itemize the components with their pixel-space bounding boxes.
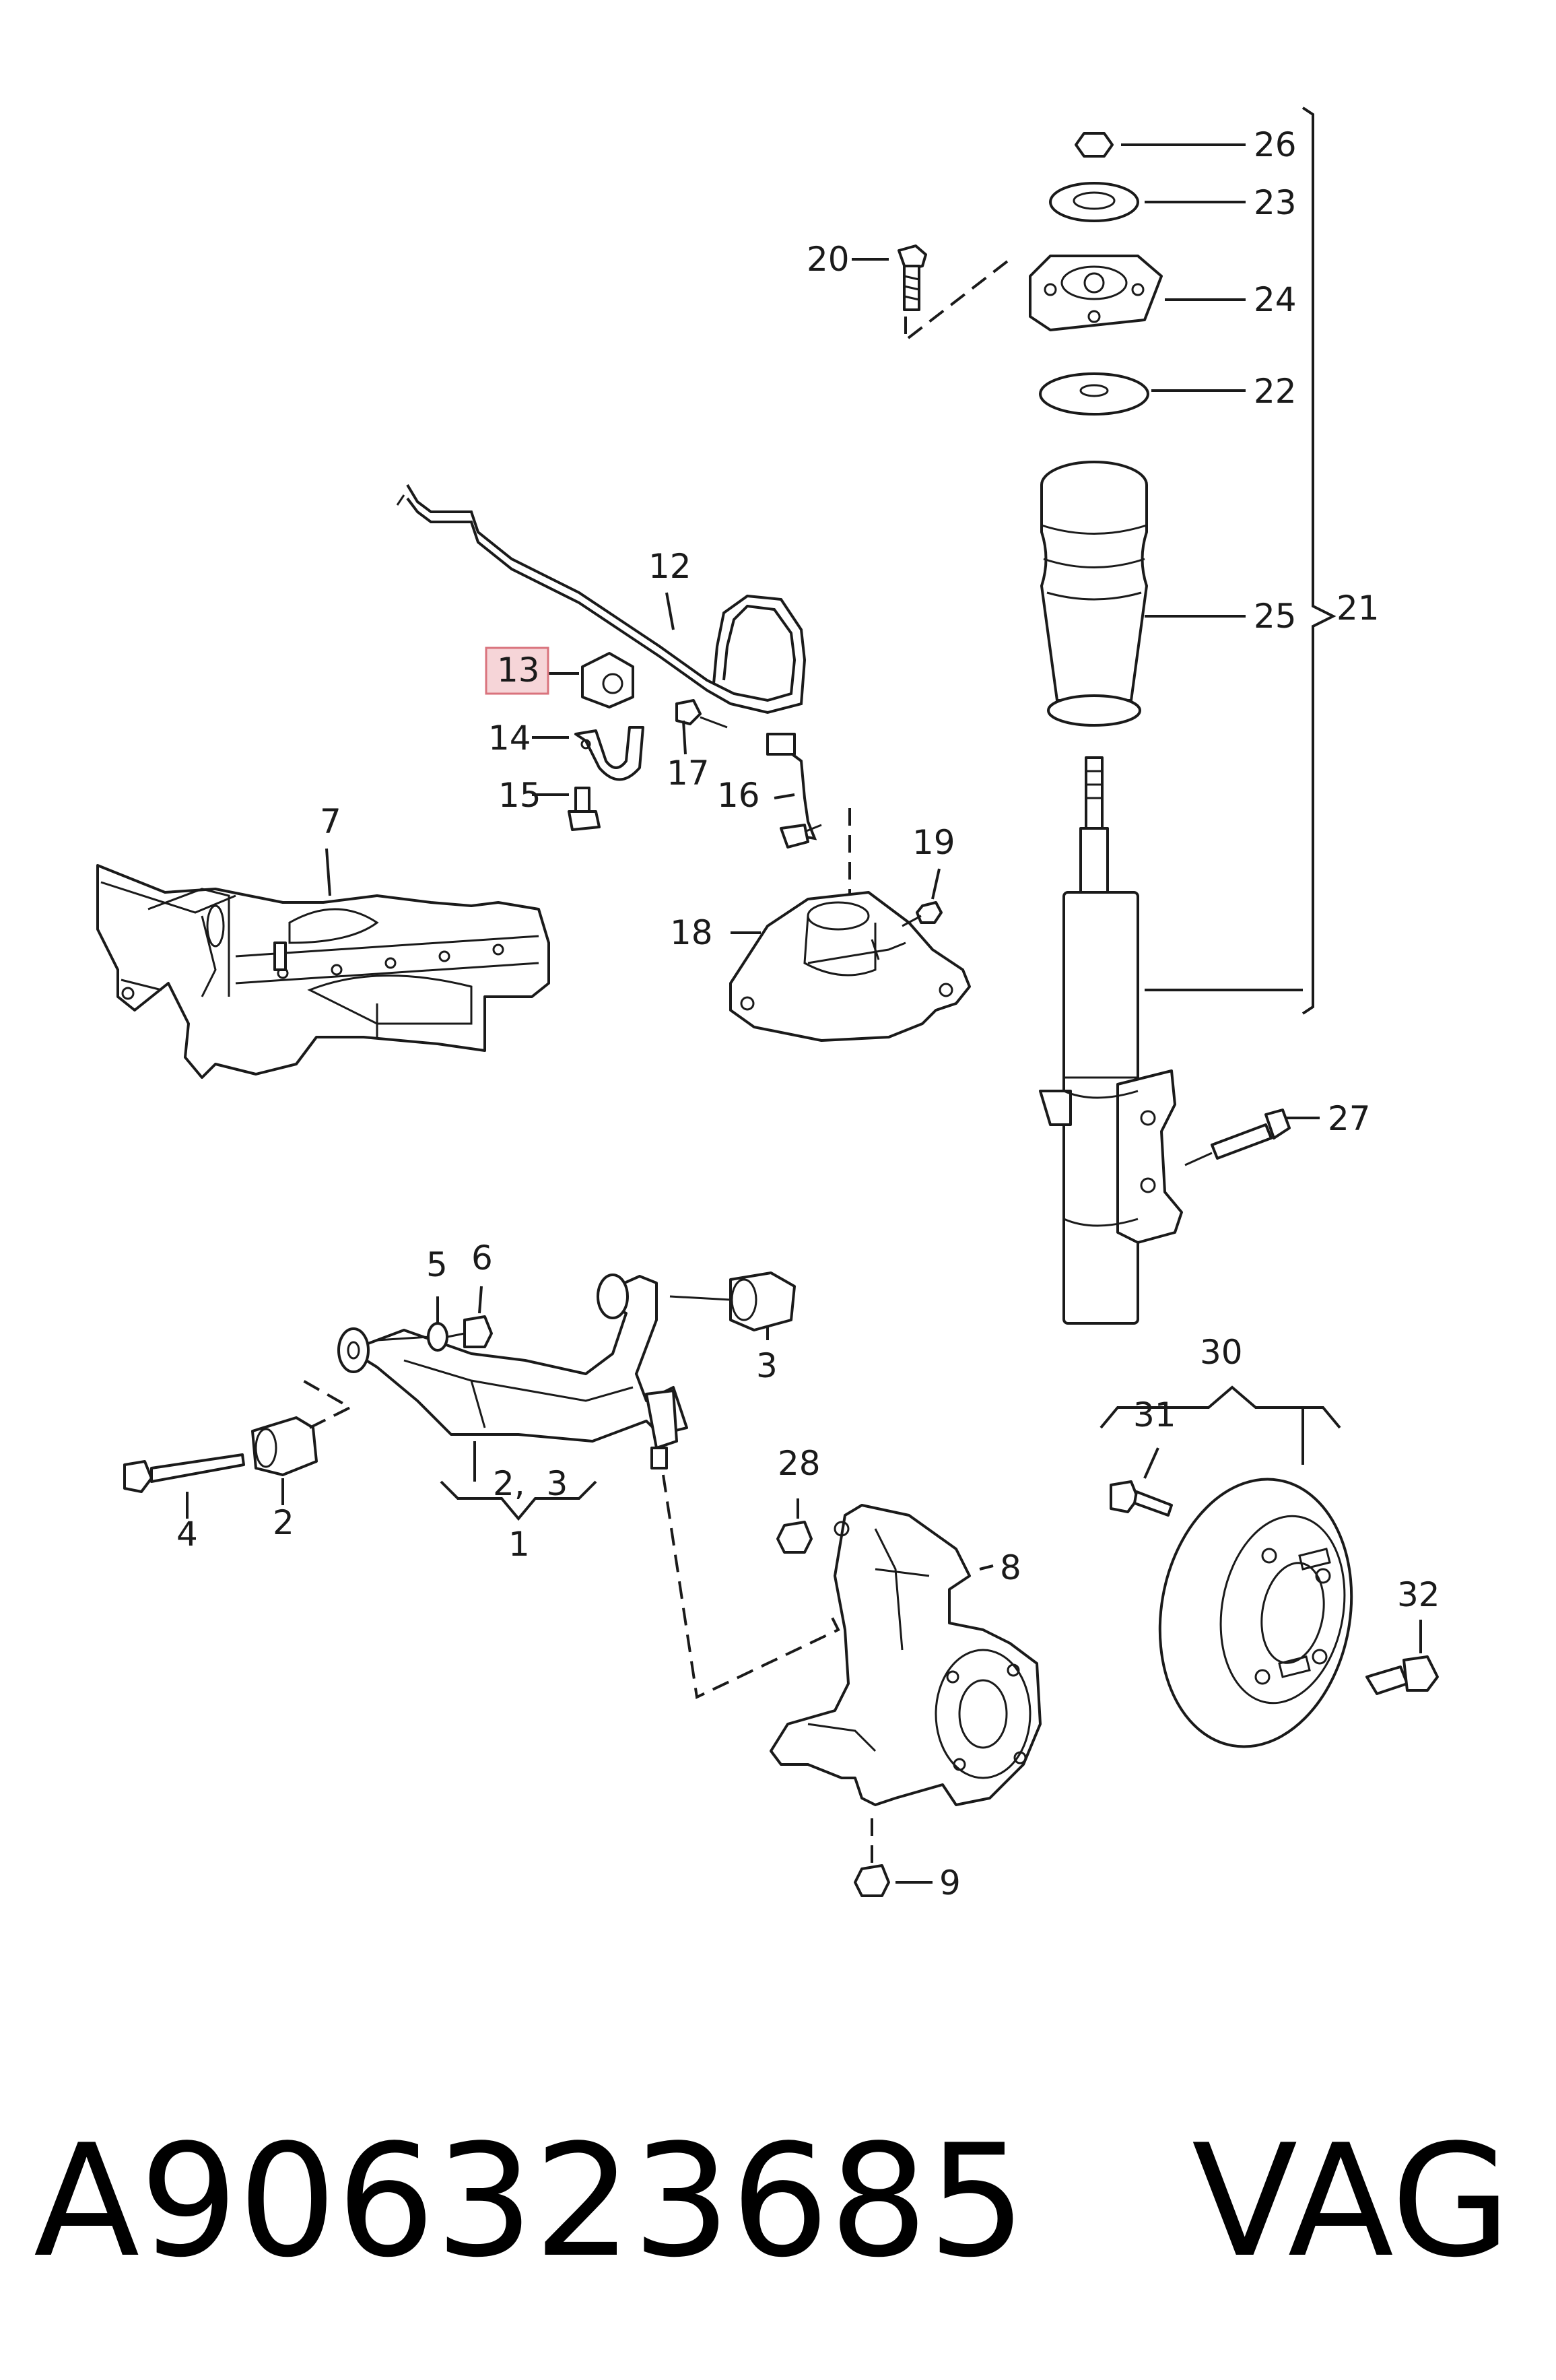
boot-base bbox=[1047, 694, 1141, 727]
callout-2-3: 2, 3 bbox=[493, 1464, 568, 1503]
callout-21: 21 bbox=[1337, 589, 1380, 628]
callout-4: 4 bbox=[176, 1515, 198, 1554]
callout-15: 15 bbox=[498, 776, 541, 815]
wheel-bearing-housing bbox=[770, 1504, 1042, 1897]
callout-18: 18 bbox=[670, 913, 713, 952]
leader-lines bbox=[186, 106, 1422, 1884]
callout-7: 7 bbox=[320, 802, 341, 841]
strut-bracket bbox=[1116, 1069, 1183, 1244]
callout-9: 9 bbox=[939, 1863, 961, 1903]
callout-30: 30 bbox=[1200, 1333, 1243, 1372]
callout-31: 31 bbox=[1133, 1395, 1176, 1434]
callout-25: 25 bbox=[1254, 597, 1297, 636]
callout-22: 22 bbox=[1254, 372, 1297, 411]
clamp-bolt bbox=[574, 787, 590, 813]
stabilizer-bar bbox=[396, 484, 851, 936]
washer bbox=[427, 1322, 448, 1352]
brake-disc bbox=[1110, 1478, 1439, 1748]
callout-16: 16 bbox=[717, 776, 760, 815]
callout-27: 27 bbox=[1328, 1099, 1371, 1138]
callout-28: 28 bbox=[778, 1444, 821, 1483]
strut-assembly bbox=[1029, 132, 1291, 1325]
strut-bolt bbox=[1211, 1123, 1273, 1160]
brand-label: VAG bbox=[1192, 2112, 1512, 2292]
callout-17: 17 bbox=[667, 754, 710, 793]
callouts: 26 23 20 24 22 12 25 21 13 14 17 15 16 7… bbox=[176, 125, 1440, 1903]
subframe bbox=[96, 864, 550, 1079]
spring-plate bbox=[1039, 372, 1149, 416]
control-arm bbox=[123, 1271, 840, 1699]
callout-1: 1 bbox=[508, 1525, 530, 1564]
callout-24: 24 bbox=[1254, 280, 1297, 319]
mount-nut bbox=[916, 901, 943, 924]
callout-19: 19 bbox=[912, 823, 955, 862]
callout-20: 20 bbox=[807, 240, 850, 279]
disc-bolt-left bbox=[1110, 1480, 1139, 1513]
ball-joint-nut bbox=[854, 1864, 890, 1897]
control-arm-bushing-rear bbox=[729, 1271, 796, 1331]
stabilizer-bar-rod bbox=[406, 484, 797, 702]
callout-3: 3 bbox=[756, 1346, 778, 1385]
disc-bolt-right bbox=[1365, 1665, 1409, 1695]
callout-14: 14 bbox=[488, 719, 531, 758]
callout-2: 2 bbox=[273, 1503, 294, 1542]
control-arm-nut bbox=[463, 1315, 493, 1348]
callout-8: 8 bbox=[1000, 1548, 1021, 1587]
callout-23: 23 bbox=[1254, 183, 1297, 222]
callout-12: 12 bbox=[648, 547, 691, 586]
part-number: A906323685 bbox=[34, 2112, 1027, 2292]
housing-nut bbox=[776, 1521, 813, 1554]
mount-bolt bbox=[898, 244, 1011, 343]
strut-nut bbox=[1075, 132, 1114, 158]
piston-rod bbox=[1085, 756, 1104, 833]
callout-6: 6 bbox=[471, 1238, 493, 1278]
control-arm-bolt bbox=[123, 1460, 153, 1493]
bushing bbox=[581, 652, 634, 708]
highlight-box bbox=[485, 647, 549, 695]
link-nut bbox=[675, 699, 702, 725]
strut-bearing bbox=[1049, 182, 1139, 222]
callout-32: 32 bbox=[1397, 1575, 1440, 1614]
callout-26: 26 bbox=[1254, 125, 1297, 164]
bushing-clamp bbox=[574, 726, 644, 781]
spring-seat-mount bbox=[729, 891, 971, 1042]
callout-5: 5 bbox=[426, 1245, 448, 1284]
control-arm-bushing-front bbox=[251, 1416, 318, 1476]
callout-13: 13 bbox=[497, 651, 540, 690]
